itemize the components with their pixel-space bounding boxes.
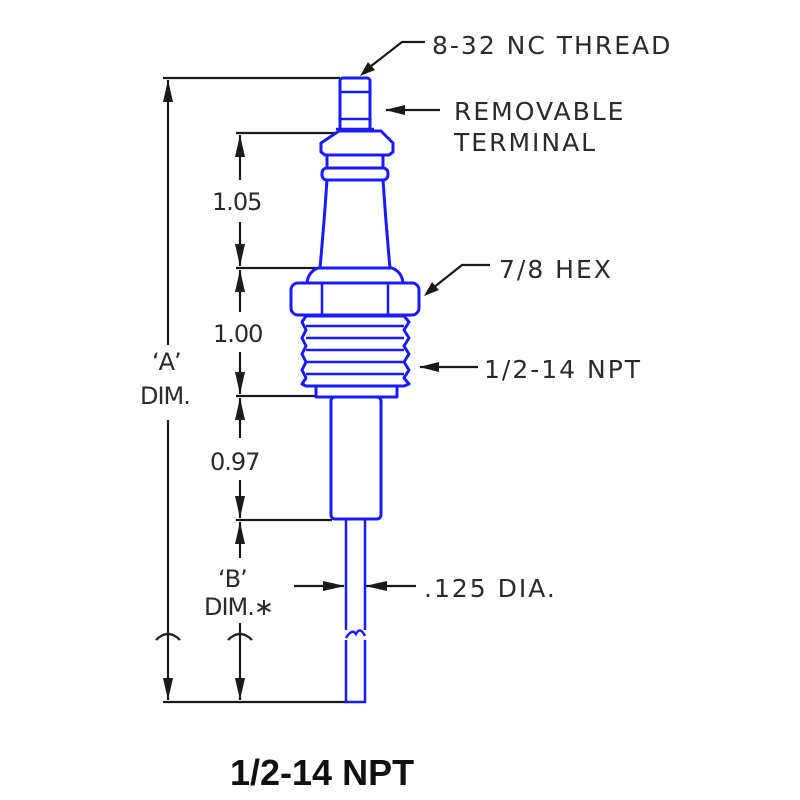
dim-0-97: 0.97	[210, 448, 259, 476]
insulator	[318, 129, 395, 270]
npt-callout: 1/2-14 NPT	[484, 355, 642, 384]
dimension-lines	[155, 40, 490, 704]
igniter-body	[289, 76, 421, 704]
collar	[305, 266, 405, 285]
callout-labels: 8-32 NC THREAD REMOVABLE TERMINAL 7/8 HE…	[424, 31, 672, 603]
dim-1-05: 1.05	[212, 188, 261, 216]
npt-threads	[300, 314, 411, 399]
electrode-rod	[344, 520, 367, 704]
dimension-labels: 1.05 1.00 0.97 ‘A’ DIM. ‘B’ DIM.∗	[140, 188, 274, 621]
terminal-callout-line1: REMOVABLE	[454, 97, 625, 126]
terminal-callout-line2: TERMINAL	[453, 128, 597, 157]
diameter-callout: .125 DIA.	[424, 574, 557, 603]
sheath-tube	[329, 395, 383, 521]
removable-terminal	[336, 76, 374, 132]
drawing-title: 1/2-14 NPT	[230, 752, 414, 793]
hex-nut	[289, 281, 421, 317]
a-dim-label-line2: DIM.	[140, 382, 190, 410]
b-dim-label-line2: DIM.∗	[204, 593, 273, 621]
b-dim-label-line1: ‘B’	[218, 565, 247, 593]
a-dim-label-line1: ‘A’	[152, 348, 181, 376]
hex-callout: 7/8 HEX	[499, 255, 613, 284]
thread-callout: 8-32 NC THREAD	[432, 31, 672, 60]
dim-1-00: 1.00	[213, 320, 262, 348]
